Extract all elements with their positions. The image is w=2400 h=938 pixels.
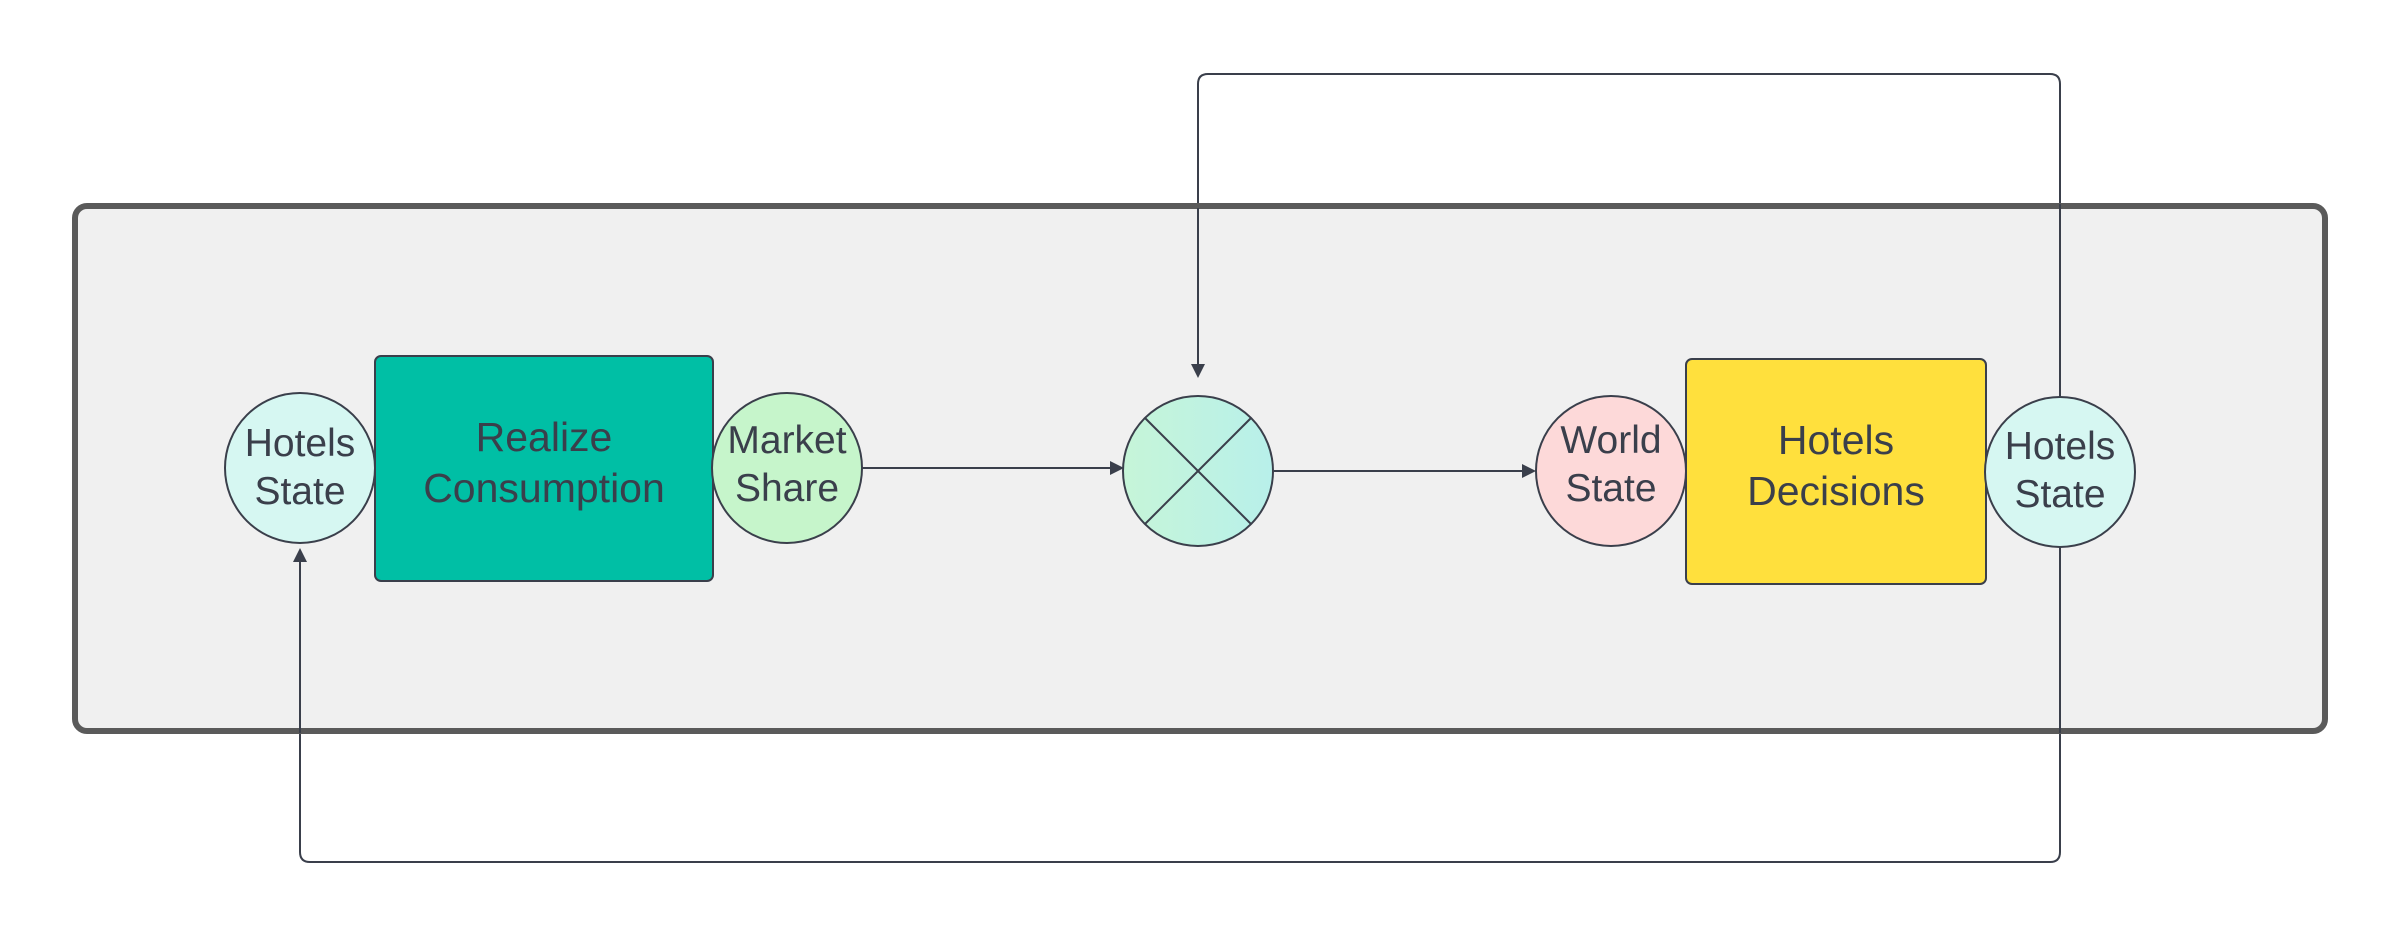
feedback-edge-bottom-inner	[300, 546, 2061, 733]
realize-consumption-box	[374, 355, 714, 582]
market-share-circle	[711, 392, 863, 544]
summing-junction	[1122, 395, 1274, 547]
feedback-edge-top-inner	[1198, 204, 2061, 398]
world-state-circle	[1535, 395, 1687, 547]
feedback-edge-top	[1191, 73, 2061, 398]
hotels-decisions-box	[1685, 358, 1987, 585]
hotels-state-left-circle	[224, 392, 376, 544]
feedback-edge-bottom	[293, 546, 2061, 863]
hotels-state-right-circle	[1984, 396, 2136, 548]
junction-cross-line-2	[1144, 417, 1252, 525]
